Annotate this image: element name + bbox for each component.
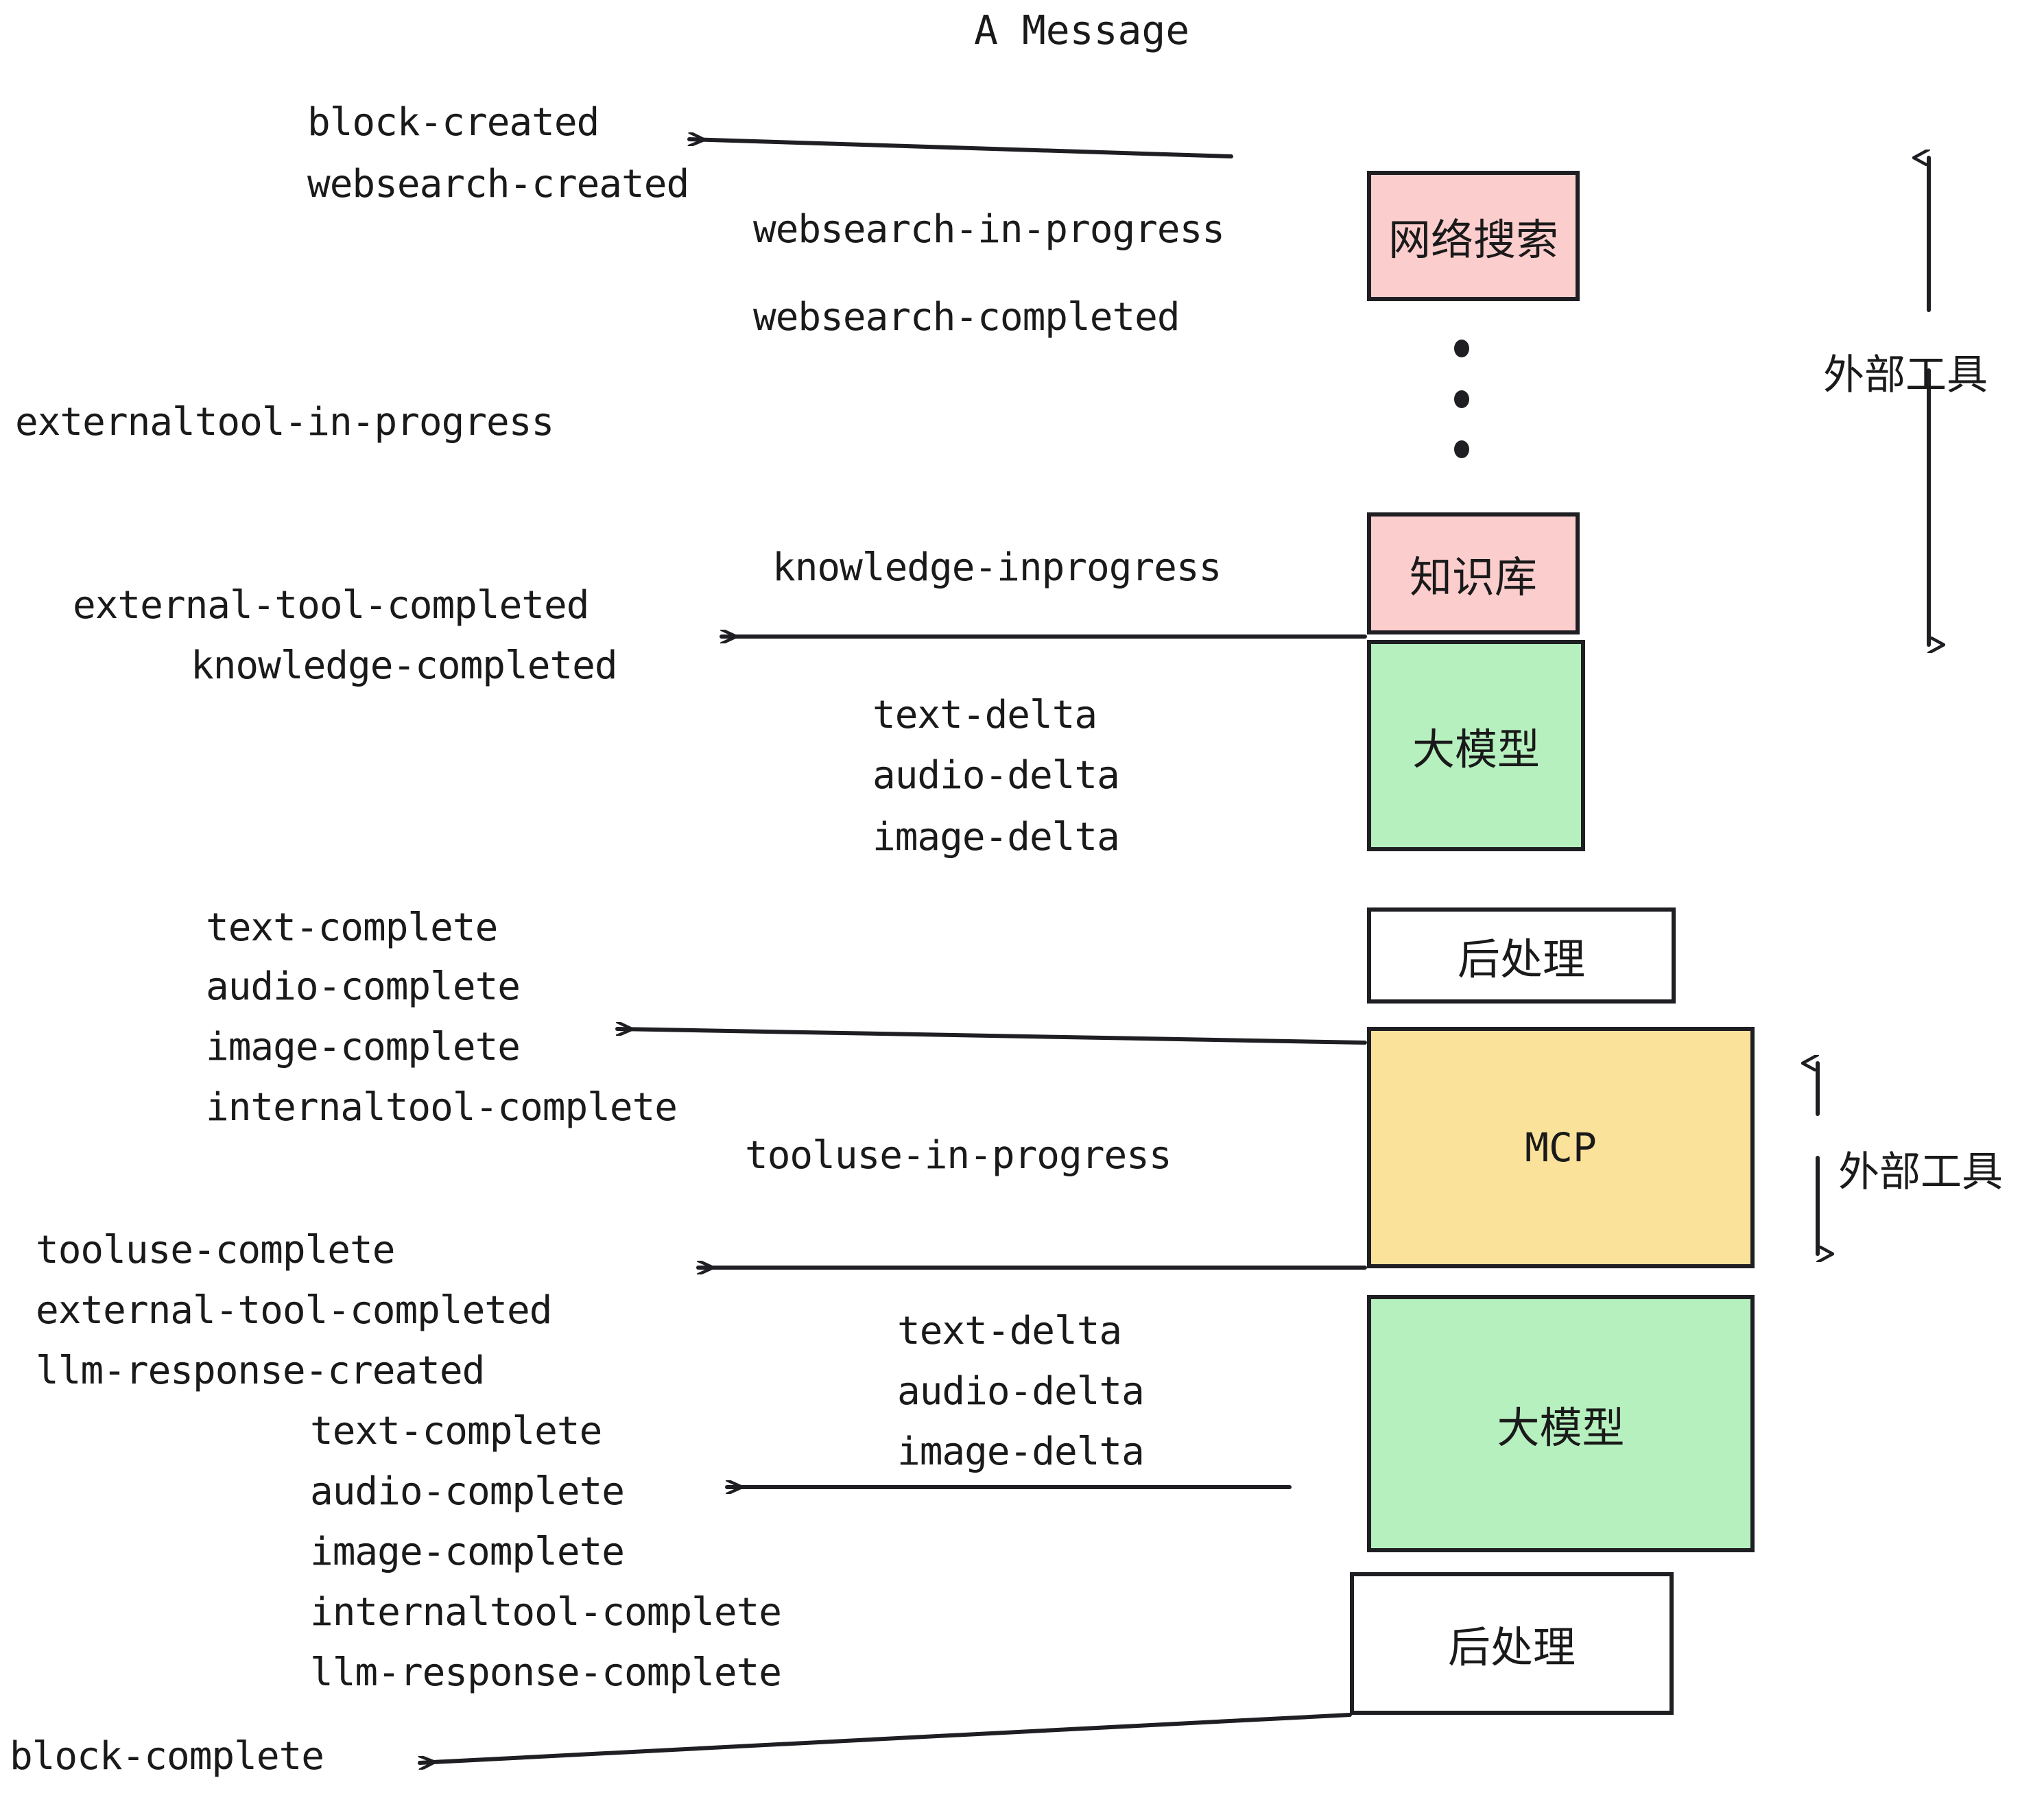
- node-post-2[interactable]: 后处理: [1350, 1572, 1674, 1715]
- event-label-text-delta-2: text-delta: [897, 1309, 1122, 1353]
- event-label-block-created: block-created: [307, 100, 599, 145]
- node-post-1[interactable]: 后处理: [1367, 907, 1676, 1004]
- event-label-audio-delta-2: audio-delta: [897, 1369, 1145, 1414]
- page-title: A Message: [974, 7, 1190, 54]
- event-label-websearch-created: websearch-created: [307, 162, 689, 206]
- node-knowledge[interactable]: 知识库: [1367, 512, 1580, 634]
- side-label-external-tools-top: 外部工具: [1823, 351, 1988, 399]
- arrow-image-complete: [615, 1029, 1367, 1045]
- event-label-llm-response-created: llm-response-created: [36, 1349, 485, 1393]
- event-label-image-complete-2: image-complete: [310, 1530, 625, 1574]
- event-label-websearch-completed: websearch-completed: [753, 295, 1180, 340]
- event-label-tooluse-complete: tooluse-complete: [36, 1228, 395, 1272]
- node-websearch[interactable]: 网络搜索: [1367, 171, 1580, 301]
- event-label-text-complete-2: text-complete: [310, 1409, 602, 1453]
- node-mcp[interactable]: MCP: [1367, 1027, 1755, 1268]
- arrow-block-complete: [418, 1713, 1352, 1763]
- event-label-text-delta-1: text-delta: [872, 693, 1097, 737]
- event-label-text-complete-1: text-complete: [206, 905, 498, 950]
- ellipsis-dot: [1454, 340, 1469, 357]
- event-label-knowledge-inprogress: knowledge-inprogress: [772, 545, 1222, 590]
- event-label-audio-delta-1: audio-delta: [872, 753, 1120, 798]
- ellipsis-dot: [1454, 440, 1469, 458]
- event-label-image-delta-1: image-delta: [872, 815, 1120, 859]
- event-label-tooluse-in-progress: tooluse-in-progress: [745, 1133, 1172, 1178]
- event-label-image-complete-1: image-complete: [206, 1025, 521, 1069]
- event-label-audio-complete-1: audio-complete: [206, 964, 521, 1009]
- event-label-audio-complete-2: audio-complete: [310, 1469, 625, 1514]
- event-label-block-complete: block-complete: [10, 1734, 324, 1779]
- event-label-external-tool-completed-2: external-tool-completed: [36, 1288, 552, 1333]
- event-label-llm-response-complete: llm-response-complete: [310, 1650, 782, 1695]
- event-label-internaltool-complete-1: internaltool-complete: [206, 1085, 678, 1130]
- ellipsis-dot: [1454, 390, 1469, 408]
- event-label-internaltool-complete-2: internaltool-complete: [310, 1590, 782, 1635]
- event-label-knowledge-completed: knowledge-completed: [191, 643, 618, 688]
- event-label-websearch-in-progress: websearch-in-progress: [753, 207, 1225, 252]
- arrow-block-created: [687, 139, 1233, 158]
- node-llm-1[interactable]: 大模型: [1367, 640, 1585, 851]
- event-label-externaltool-in-progress: externaltool-in-progress: [15, 400, 554, 444]
- node-llm-2[interactable]: 大模型: [1367, 1295, 1755, 1552]
- event-label-external-tool-completed-1: external-tool-completed: [73, 583, 589, 628]
- side-label-external-tools-bottom: 外部工具: [1838, 1148, 2003, 1196]
- event-label-image-delta-2: image-delta: [897, 1429, 1145, 1474]
